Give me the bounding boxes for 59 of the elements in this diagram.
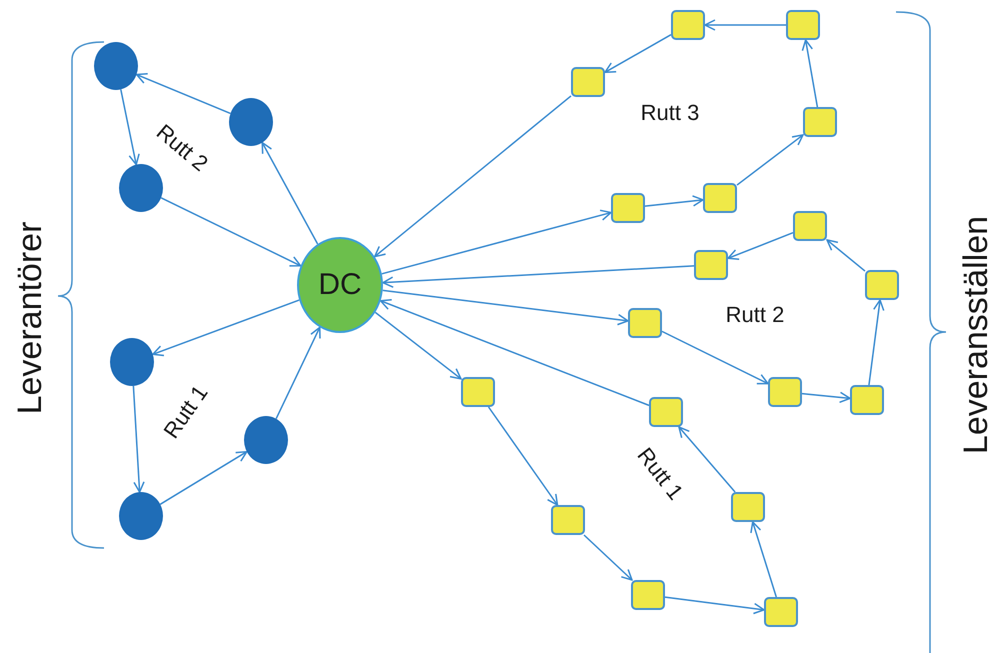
arrow [382, 210, 612, 275]
supplier-circle [110, 338, 154, 386]
arrow [120, 89, 140, 166]
delivery-point-square [461, 377, 495, 407]
supplier-circle [119, 492, 163, 540]
arrow [727, 232, 794, 260]
delivery-point-square [850, 385, 884, 415]
arrow [644, 195, 704, 207]
delivery-point-square [571, 67, 605, 97]
supplier-circle [94, 42, 138, 90]
arrow [374, 95, 572, 258]
delivery-point-square [631, 580, 665, 610]
node-label: DC [318, 270, 362, 300]
arrow [152, 299, 300, 356]
arrow [750, 521, 777, 598]
arrow [262, 142, 318, 244]
arrow [802, 39, 818, 108]
delivery-point-square [803, 107, 837, 137]
delivery-point-square [731, 492, 765, 522]
delivery-point-square [768, 377, 802, 407]
arrow [382, 265, 694, 288]
delivery-point-square [786, 10, 820, 40]
delivery-point-square [694, 250, 728, 280]
delivery-point-square [611, 193, 645, 223]
arrow [868, 299, 884, 386]
delivery-point-square [671, 10, 705, 40]
arrow [704, 19, 786, 31]
delivery-point-square [764, 597, 798, 627]
delivery-point-square [628, 308, 662, 338]
delivery-point-square [793, 211, 827, 241]
delivery-point-square [551, 505, 585, 535]
arrow [488, 406, 558, 506]
arrow [664, 596, 765, 614]
arrow [802, 392, 851, 404]
arrow [275, 326, 321, 420]
arrow [136, 73, 231, 114]
group-label: Rutt 2 [726, 304, 784, 326]
arrow [678, 426, 736, 492]
supplier-circle [244, 416, 288, 464]
delivery-point-square [865, 270, 899, 300]
delivery-point-square [703, 183, 737, 213]
group-label: Rutt 3 [640, 102, 700, 124]
arrow [826, 239, 866, 272]
group-label: Leverantörer [13, 222, 47, 414]
arrow [374, 312, 462, 380]
arrow [604, 34, 672, 74]
supplier-circle [119, 164, 163, 212]
arrow [380, 299, 650, 406]
delivery-point-square [649, 397, 683, 427]
supplier-circle [229, 98, 273, 146]
arrow [662, 330, 769, 384]
arrow [160, 450, 248, 505]
arrow [382, 290, 629, 326]
arrow [132, 386, 145, 493]
group-label: Rutt 2 [152, 120, 212, 176]
arrow [160, 197, 302, 267]
arrow [583, 534, 633, 581]
group-label: Leveransställen [959, 216, 992, 454]
arrow [736, 134, 804, 186]
